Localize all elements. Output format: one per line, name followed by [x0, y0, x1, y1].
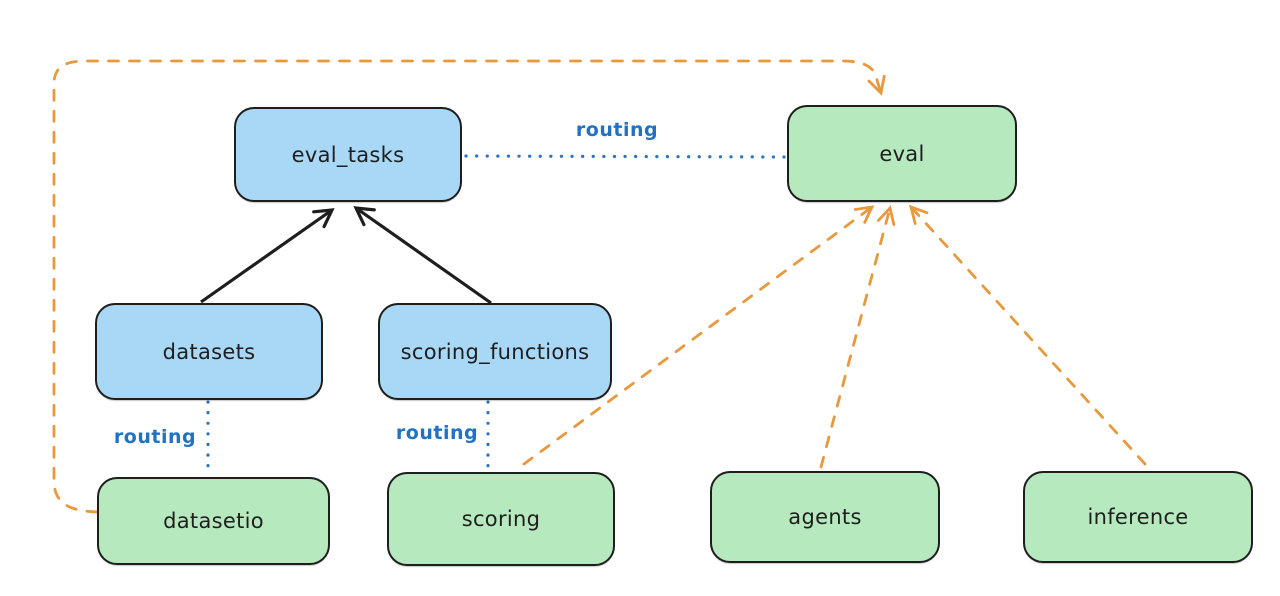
- node-inference: inference: [1023, 471, 1253, 563]
- edge-label-routing-datasets-datasetio: routing: [113, 426, 197, 448]
- node-scoring-functions: scoring_functions: [378, 303, 612, 400]
- node-datasetio: datasetio: [97, 477, 330, 565]
- node-eval-tasks-label: eval_tasks: [291, 142, 405, 167]
- edge-scoring-functions-to-eval-tasks: [353, 206, 492, 305]
- edge-label-routing-scoring-functions-scoring: routing: [395, 422, 479, 444]
- node-agents: agents: [710, 471, 940, 563]
- node-eval: eval: [787, 105, 1017, 202]
- edge-datasets-to-eval-tasks: [200, 208, 335, 304]
- node-scoring-functions-label: scoring_functions: [400, 339, 590, 364]
- node-scoring: scoring: [387, 472, 615, 566]
- edge-agents-to-eval: [819, 205, 896, 469]
- node-scoring-label: scoring: [461, 507, 541, 531]
- node-inference-label: inference: [1087, 505, 1189, 529]
- node-datasets-label: datasets: [162, 339, 256, 364]
- edge-inference-to-eval: [908, 204, 1147, 466]
- node-eval-tasks: eval_tasks: [234, 107, 462, 202]
- node-datasetio-label: datasetio: [163, 509, 264, 533]
- node-datasets: datasets: [95, 303, 323, 400]
- edge-eval-tasks-to-eval: [464, 154, 786, 159]
- node-agents-label: agents: [788, 505, 862, 529]
- node-eval-label: eval: [879, 141, 925, 166]
- edge-label-routing-eval-tasks-eval: routing: [575, 119, 659, 141]
